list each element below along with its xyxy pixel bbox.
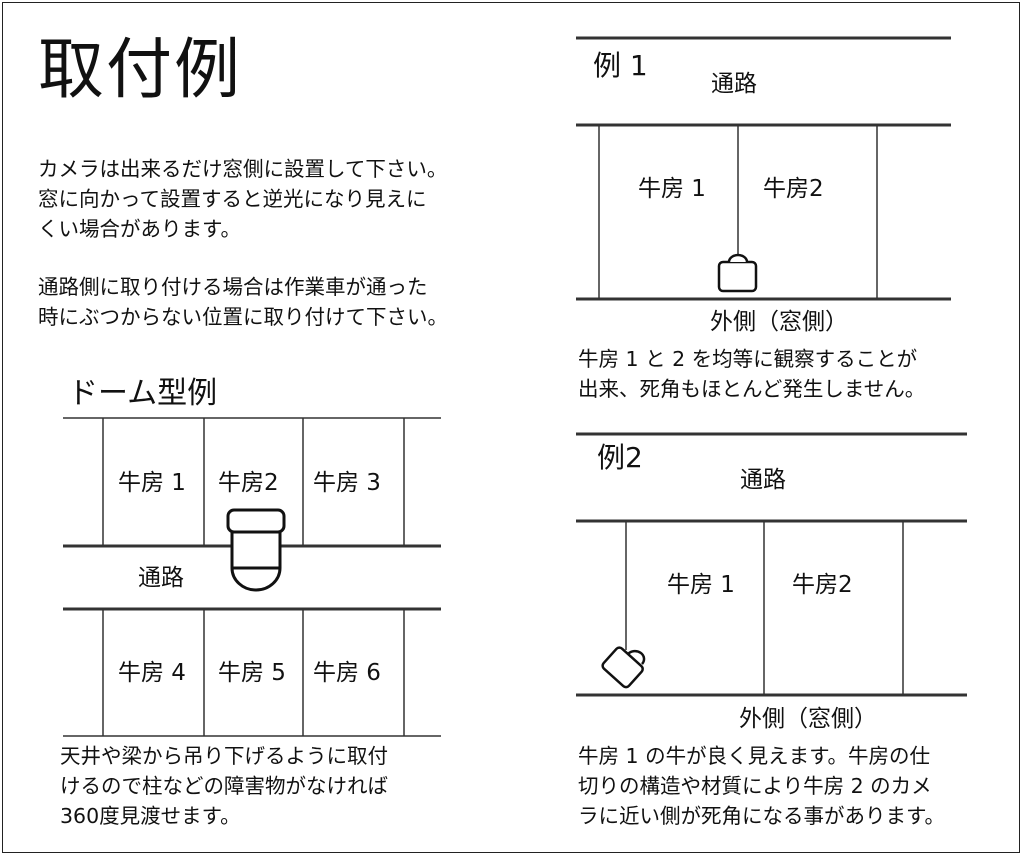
dome-camera-icon	[226, 508, 286, 592]
dome-aisle-label: 通路	[138, 565, 184, 591]
example1-caption: 牛房 1 と 2 を均等に観察することが 出来、死角もほとんど発生しません。	[578, 347, 926, 401]
example2-caption: 牛房 1 の牛が良く見えます。牛房の仕 切りの構造や材質により牛房 2 のカメ …	[578, 744, 945, 828]
example2-outside-label: 外側（窓側）	[739, 706, 877, 732]
dome-pen-2: 牛房2	[218, 470, 279, 496]
dome-caption: 天井や梁から吊り下げるように取付 けるので柱などの障害物がなければ 360度見渡…	[60, 744, 388, 828]
example2-title: 例2	[597, 441, 643, 474]
example1-title: 例 1	[593, 49, 648, 82]
example1-pen-2: 牛房2	[763, 176, 824, 202]
example1-outside-label: 外側（窓側）	[710, 309, 848, 335]
dome-pen-1: 牛房 1	[118, 470, 186, 496]
intro-text: カメラは出来るだけ窓側に設置して下さい。 窓に向かって設置すると逆光になり見えに…	[38, 157, 448, 241]
dome-pen-6: 牛房 6	[313, 660, 381, 686]
example2-pen-1: 牛房 1	[667, 572, 735, 598]
example1-layout	[576, 36, 951, 301]
example2-layout	[576, 432, 967, 697]
dome-title: ドーム型例	[68, 376, 218, 411]
example1-camera-icon	[717, 253, 758, 293]
example2-pen-2: 牛房2	[792, 572, 853, 598]
example2-aisle-label: 通路	[740, 467, 786, 493]
note-text: 通路側に取り付ける場合は作業車が通った 時にぶつからない位置に取り付けて下さい。	[38, 275, 448, 329]
example1-pen-1: 牛房 1	[638, 176, 706, 202]
example2-camera-icon	[601, 646, 646, 689]
example1-aisle-label: 通路	[711, 71, 757, 97]
dome-pen-5: 牛房 5	[218, 660, 286, 686]
dome-pen-3: 牛房 3	[313, 470, 381, 496]
page-title: 取付例	[38, 31, 242, 108]
dome-layout	[63, 417, 441, 737]
dome-pen-4: 牛房 4	[118, 660, 186, 686]
